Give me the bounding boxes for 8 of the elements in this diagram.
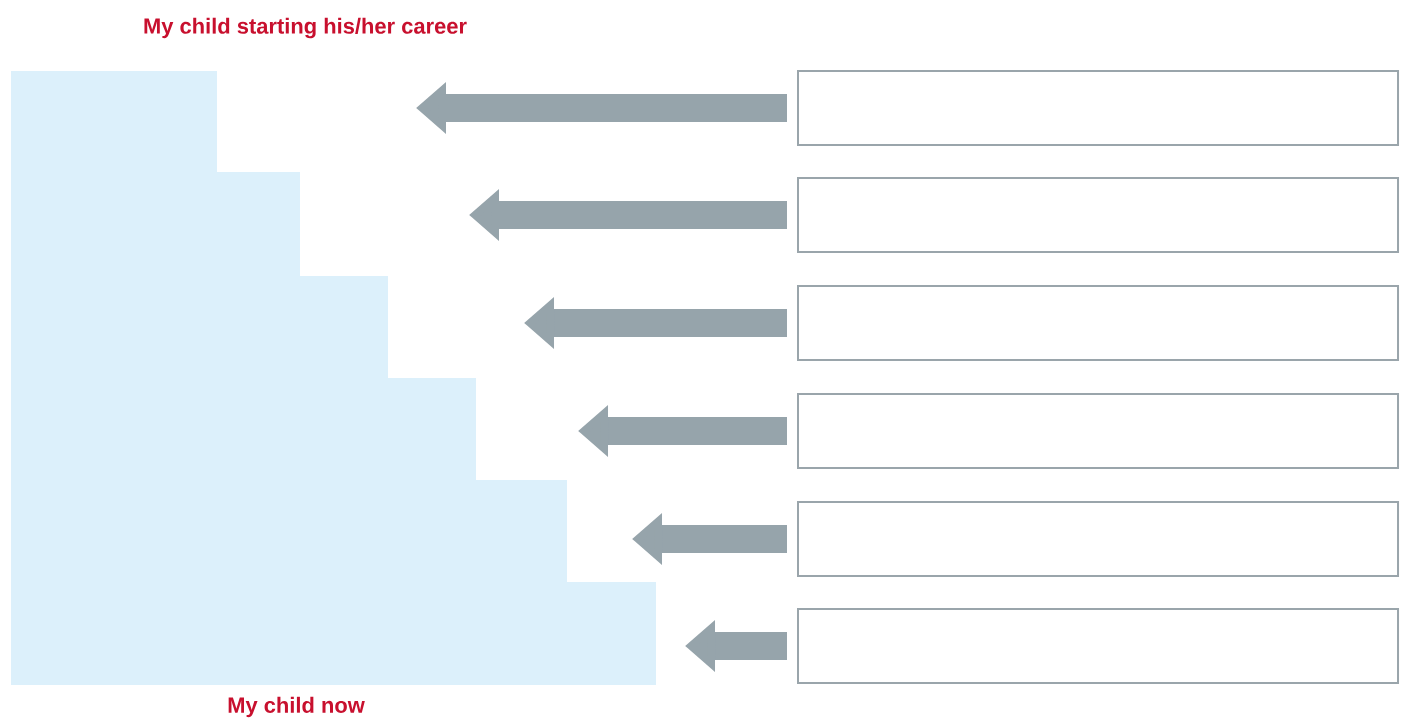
heading: My child now — [228, 696, 365, 718]
heading: My child starting his/her career — [144, 17, 467, 39]
answer-box — [797, 285, 1399, 361]
answer-box — [797, 608, 1399, 684]
answer-box — [797, 393, 1399, 469]
answer-box — [797, 70, 1399, 146]
answer-box — [797, 501, 1399, 577]
answer-box — [797, 177, 1399, 253]
